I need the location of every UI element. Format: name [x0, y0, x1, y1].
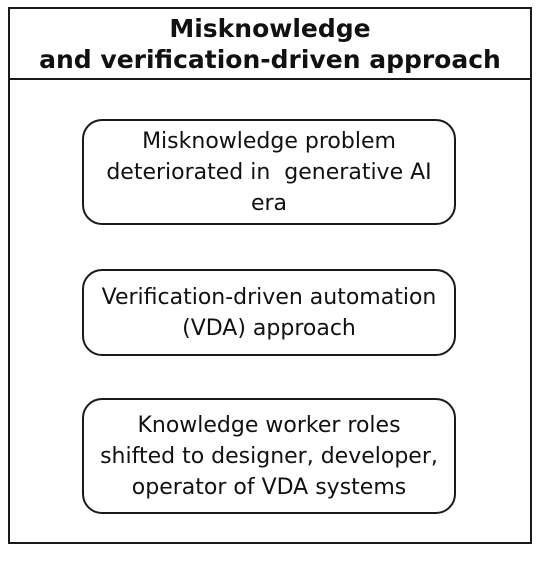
box-2-line-2: (VDA) approach — [182, 315, 356, 341]
box-knowledge-worker-roles: Knowledge worker roles shifted to design… — [82, 398, 456, 514]
box-1-line-3: era — [250, 190, 288, 216]
box-1-line-2: deteriorated in generative AI — [106, 159, 432, 185]
box-3-line-3: operator of VDA systems — [131, 474, 407, 500]
diagram-container: Misknowledge and verification-driven app… — [8, 7, 532, 544]
box-3-line-1: Knowledge worker roles — [137, 412, 401, 438]
diagram-header: Misknowledge and verification-driven app… — [10, 9, 530, 80]
box-vda-approach: Verification-driven automation (VDA) app… — [82, 269, 456, 356]
box-2-line-1: Verification-driven automation — [101, 284, 437, 310]
diagram-title-line-2: and verification-driven approach — [39, 44, 501, 74]
box-1-line-1: Misknowledge problem — [142, 128, 396, 154]
box-misknowledge-problem: Misknowledge problem deteriorated in gen… — [82, 119, 456, 225]
box-3-line-2: shifted to designer, developer, — [100, 443, 438, 469]
diagram-title-line-1: Misknowledge — [169, 13, 371, 43]
